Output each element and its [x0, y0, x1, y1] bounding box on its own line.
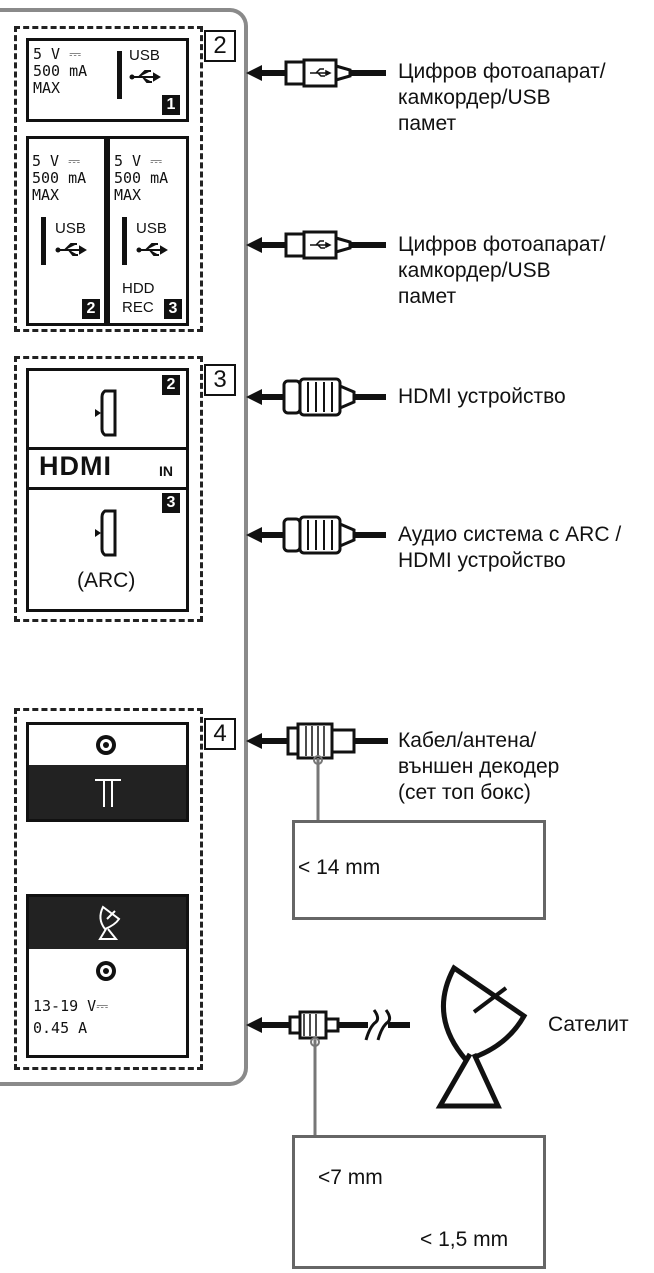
usb-port-3-badge: 3 [164, 299, 182, 319]
usb-port-1-spec: 5 V ⎓ 500 mA MAX [33, 45, 88, 97]
usb-trident-icon [55, 243, 87, 256]
hdd-rec-label: HDD REC [122, 280, 155, 316]
hdmi-divider-top [29, 447, 186, 450]
antenna-max-length: < 14 mm [298, 856, 381, 879]
usb-port-2: 5 V ⎓ 500 mA MAX USB 2 [26, 136, 107, 326]
satellite-port: 13-19 V⎓ 0.45 A [26, 894, 189, 1058]
hdmi-divider-bottom [29, 487, 186, 490]
satellite-pin-length: < 1,5 mm [420, 1228, 509, 1251]
satellite-callout [292, 1135, 546, 1269]
hdmi-group-number: 3 [204, 364, 236, 396]
satellite-dish-icon [435, 964, 528, 1109]
usb-port-2-spec: 5 V ⎓ 500 mA MAX [32, 152, 87, 204]
usb-port-1: 5 V ⎓ 500 mA MAX USB 1 [26, 38, 189, 122]
hdmi-3-device-label: Аудио система с ARC / HDMI устройство [398, 523, 622, 572]
usb-port-2-slot [41, 217, 46, 265]
hdmi-port-2-icon [95, 389, 117, 437]
antenna-port [26, 722, 189, 822]
usb-port-3-spec: 5 V ⎓ 500 mA MAX [114, 152, 169, 204]
usb-2-device-label: Цифров фотоапарат/ камкордер/USB памет [398, 233, 606, 308]
hdmi-port-3-badge: 3 [162, 493, 180, 513]
hdmi-port-3-icon [95, 509, 117, 557]
hdmi-port-2-badge: 2 [162, 375, 180, 395]
antenna-cable [246, 722, 388, 820]
usb-port-2-badge: 2 [82, 299, 100, 319]
rf-group-number: 4 [204, 718, 236, 750]
hdmi-in-label: IN [159, 463, 173, 479]
arc-label: (ARC) [77, 569, 136, 592]
hdmi-port-block: 2 HDMI IN 3 (ARC) [26, 368, 189, 612]
usb-trident-icon [129, 70, 161, 83]
usb-port-3-label: USB [136, 220, 167, 237]
coax-socket-icon [96, 735, 116, 755]
usb-1-device-label: Цифров фотоапарат/ камкордер/USB памет [398, 60, 606, 135]
hdmi-cable-2 [246, 377, 386, 417]
usb-group-number: 2 [204, 30, 236, 62]
usb-port-3-slot [122, 217, 127, 265]
usb-cable-1 [246, 58, 386, 88]
hdmi-cable-3 [246, 515, 386, 555]
antenna-device-label: Кабел/антена/ външен декодер (сет топ бо… [398, 729, 560, 804]
hdmi-2-device-label: HDMI устройство [398, 385, 566, 408]
satellite-label: Сателит [548, 1013, 629, 1036]
usb-port-1-label: USB [129, 47, 160, 64]
satellite-max-length: <7 mm [318, 1166, 383, 1189]
usb-port-3: 5 V ⎓ 500 mA MAX USB HDD REC 3 [107, 136, 189, 326]
satellite-cable [246, 1009, 410, 1135]
antenna-callout [292, 820, 546, 920]
usb-port-1-badge: 1 [162, 95, 180, 115]
usb-port-1-slot [117, 51, 122, 99]
usb-cable-2 [246, 230, 386, 260]
usb-port-2-label: USB [55, 220, 86, 237]
coax-socket-icon [96, 961, 116, 981]
antenna-port-band [29, 765, 186, 819]
antenna-icon [95, 779, 121, 807]
satellite-dish-icon [98, 905, 121, 940]
satellite-port-spec: 13-19 V⎓ 0.45 A [33, 997, 109, 1037]
hdmi-logo: HDMI [39, 451, 112, 481]
usb-trident-icon [136, 243, 168, 256]
satellite-port-band [29, 897, 186, 949]
